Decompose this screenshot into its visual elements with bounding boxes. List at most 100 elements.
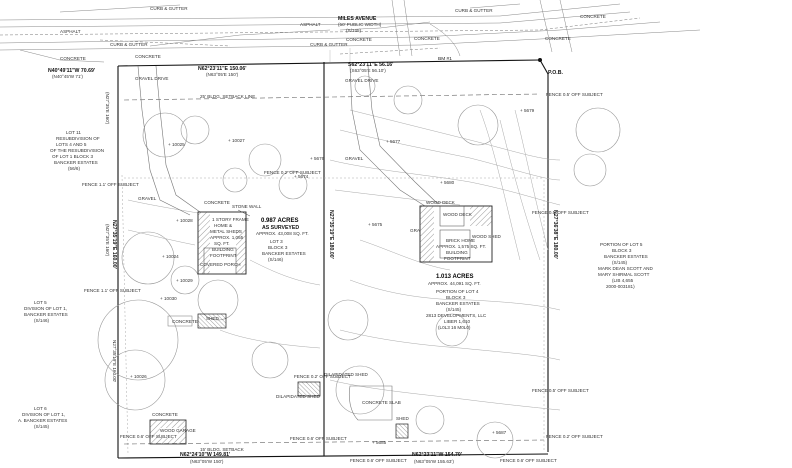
east-house-title: BRICK HOME [446,238,475,243]
bearing-south-1: N62°24'10"W 149.81' [180,452,230,458]
adj-east-l4: (S/145) [612,260,628,265]
east-wood-shed-label: WOOD SHED [472,234,502,239]
adj-east-l8: 2000-003181) [606,284,635,289]
adj-west-bot-l2: DIVISION OF LOT 1, [22,412,65,417]
road-concrete-right: CONCRETE [545,36,571,41]
pob-marker [538,58,542,62]
concrete-pad-west-label: CONCRETE [172,319,198,324]
elev-10: + 5677 [386,139,401,144]
road-curb-gutter-2: CURB & GUTTER [110,42,148,47]
fence-note-se: FENCE 0.5' OFF SUBJECT [532,388,589,393]
west-shed [197,313,227,329]
adj-west-top-l2: RESUBDIVISION OF [56,136,100,141]
concrete-slab-label: CONCRETE SLAB [362,400,401,405]
fence-note-s3: FENCE 0.6' OFF SUBJECT [500,458,557,463]
bearing-north-1-rec: (N63°05'E 150') [206,72,239,77]
fence-note-s: FENCE 0.6' OFF SUBJECT [290,436,347,441]
concrete-slab [348,385,393,421]
elev-2: + 10027 [228,138,245,143]
adj-west-mid-l3: BANCKER ESTATES [24,312,68,317]
elev-3: + 10028 [176,218,193,223]
adj-west-top-l6: BANCKER ESTATES [54,160,98,165]
adj-east-l5: MARK DEAN SCOTT AND [598,266,653,271]
road-concrete-right-2: CONCRETE [580,14,606,19]
east-gravel-drive [349,65,439,209]
west-house-line2: HOME & [214,223,232,228]
fence-note-w: FENCE 1.1' OFF SUBJECT [82,182,139,187]
garage-concrete-label: CONCRETE [152,412,178,417]
west-house-line3: METAL SHEDS [210,229,242,234]
elev-13: + 5685 [372,440,387,445]
road-row: (50' PUBLIC WIDTH) [338,22,382,27]
elev-8: + 5676 [310,156,325,161]
benchmark-label: BM #1 [438,56,452,62]
east-small-shed [395,423,409,439]
dilapidated-shed-label: DILAPIDATED SHED [276,394,321,399]
elev-11: + 5674 [294,174,309,179]
west-gravel-label: GRAVEL [138,196,157,201]
elev-15: + 5680 [440,180,455,185]
adj-west-bot-l3: A. BANCKER ESTATES [18,418,67,423]
east-gravel-label: GRAVEL [345,156,364,161]
stone-wall-label: STONE WALL [232,204,262,209]
setback-south-label: 15' BLDG. SETBACK [200,447,245,452]
lot3-ref: (S/146) [268,257,284,262]
lot3-subdivision: BANCKER ESTATES [262,251,306,256]
road-concrete-drive-3: CONCRETE [346,37,372,42]
lot4-sqft: APPROX. 44,091 SQ. FT. [428,281,481,286]
elev-7: + 10026 [130,374,147,379]
east-house [419,205,493,263]
fence-note-corner: FENCE 0.2' OFF SUBJECT [546,434,603,439]
road-asphalt-left: ASPHALT [60,29,81,34]
bearing-west-top-rec: (N40°45'W 71') [52,74,83,79]
wood-garage [149,419,187,445]
bearing-west-side: N27°35'19"E 160.00' [111,220,117,269]
lot4-page: (L0L3 16 M0L0) [438,325,471,330]
west-house-porch: COVERED PORCH [200,262,241,267]
east-gravel-drive-label: GRAVEL DRIVE [345,78,378,83]
lot4-block: BLOCK 3 [446,295,466,300]
east-house-line4: FOOTPRINT [444,256,471,261]
road-concrete-drive-2: CONCRETE [135,54,161,59]
lot4-acres: 1.013 ACRES [436,274,473,280]
road-ref: (S/145) [346,28,362,33]
lot3-block: BLOCK 3 [268,245,288,250]
road-linework [0,0,701,63]
fence-note-mid: FENCE 0.2' OFF SUBJECT [264,170,321,175]
bearing-north-2: S62°23'11"E 56.16' [348,62,393,68]
lot4-subdivision: BANCKER ESTATES [436,301,480,306]
elev-4: + 10024 [162,254,179,259]
fence-note-mid2: FENCE 0.2' OFF SUBJECT [294,374,351,379]
west-house-line4: APPROX. 1,055 [210,235,244,240]
east-wood-deck-label-2: WOOD DECK [443,212,473,217]
lot3-surveyed: AS SURVEYED [262,225,299,231]
adj-east-l7: (LIB 4,655 [612,278,634,283]
west-gravel-drive [137,65,201,216]
adj-west-mid-l2: DIVISION OF LOT 1, [24,306,67,311]
east-gravel-label-2: GRAVEL [410,228,429,233]
adj-west-top-l7: (56/6) [68,166,80,171]
east-wood-deck-label: WOOD DECK [426,200,456,205]
elev-12: + 5679 [520,108,535,113]
road-dashes [0,17,641,55]
adj-east-l6: MARY SHIRMAL SCOTT [598,272,650,277]
lot4-portion: PORTION OF LOT 4 [436,289,479,294]
west-shed-label: SHED [206,316,219,321]
bearing-west-top: N40°49'11"W 70.69' [48,68,95,74]
lot3-sqft: APPROX. 43,008 SQ. FT. [256,231,309,236]
bearing-south-1-rec: (N63°05'W 150') [190,459,224,464]
west-house-line6: BUILDING [212,247,234,252]
concrete-pad-west [167,315,193,327]
fence-note-ne: FENCE 0.5' OFF SUBJECT [546,92,603,97]
fence-note-e: FENCE 0.5' OFF SUBJECT [532,210,589,215]
lot3-lot: LOT 3 [270,239,283,244]
setback-line-south [123,439,545,445]
fence-line [121,174,545,455]
adj-west-mid-l4: (S/146) [34,318,50,323]
lot3-acres: 0.987 ACRES [261,218,298,224]
fence-note-sw: FENCE 0.6' OFF SUBJECT [120,434,177,439]
elev-5: + 10029 [176,278,193,283]
west-house-line7: FOOTPRINT [210,253,237,258]
adj-west-mid-l1: LOT 5 [34,300,47,305]
